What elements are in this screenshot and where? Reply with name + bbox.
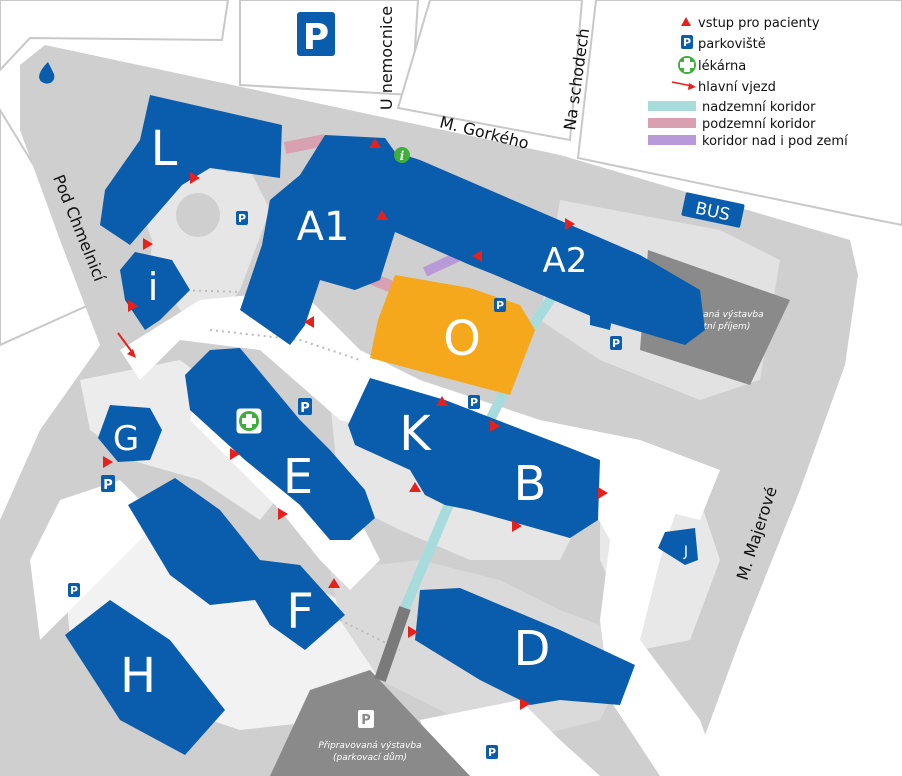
building-j-shape (658, 528, 698, 565)
parking-icon[interactable]: P (610, 336, 622, 350)
building-label-k[interactable]: K (399, 406, 432, 462)
building-label-i[interactable]: i (148, 265, 159, 309)
legend-pharmacy-label: lékárna (698, 59, 746, 74)
legend-entrance-icon (681, 17, 691, 26)
building-h-shape (65, 600, 225, 755)
svg-text:P: P (238, 212, 246, 225)
droplet-icon (39, 62, 55, 84)
street-blocks (0, 0, 902, 347)
building-labels: L A1 A2 i O K B G E F H D J (113, 121, 688, 704)
main-entry-arrow (117, 332, 136, 358)
building-e-shape (185, 348, 375, 540)
street-u-nemocnice: U nemocnice (377, 6, 396, 110)
entrance-icon (490, 420, 500, 432)
entrance-icon (328, 578, 340, 588)
building-l-shape (100, 95, 282, 245)
svg-text:P: P (683, 36, 691, 49)
legend-corridor-both-label: koridor nad i pod zemí (702, 134, 848, 149)
entrance-icon (472, 250, 482, 262)
entrance-icon (143, 238, 153, 250)
building-label-a1[interactable]: A1 (297, 204, 350, 250)
entrance-icon (190, 172, 200, 184)
legend-main-entry-icon (671, 81, 696, 90)
parking-signs: P P P P P P P P P (68, 12, 622, 759)
entrance-icon (304, 316, 314, 328)
svg-text:P: P (70, 584, 78, 597)
legend-pharmacy-icon (678, 56, 696, 74)
parking-icon[interactable]: P (236, 211, 248, 225)
svg-text:P: P (300, 401, 310, 416)
building-label-b[interactable]: B (514, 456, 547, 512)
building-label-l[interactable]: L (151, 121, 178, 177)
entrance-icon (369, 138, 381, 148)
entrance-icon (512, 520, 522, 532)
parking-icon[interactable]: P (486, 745, 498, 759)
corridor-above-b-d (400, 488, 460, 610)
building-a-shape (240, 135, 705, 345)
building-label-j[interactable]: J (683, 544, 688, 560)
buildings (65, 95, 705, 755)
legend-main-entry-label: hlavní vjezd (698, 80, 776, 95)
construction-note-2b: (parkovací dům) (333, 752, 407, 763)
building-label-e[interactable]: E (283, 449, 313, 505)
corridor-grey-d-parking (374, 606, 411, 682)
building-label-d[interactable]: D (514, 621, 551, 677)
parking-icon[interactable]: P (101, 475, 115, 493)
parking-icon[interactable]: P (494, 298, 506, 312)
entrance-icon (409, 482, 421, 492)
legend-entrance-label: vstup pro pacienty (698, 16, 820, 31)
building-k-b-shape (348, 378, 600, 538)
parking-icon-large[interactable]: P (297, 12, 335, 58)
construction-note-1a: Připravovaná výstavba (660, 310, 763, 320)
entrance-icon (103, 456, 113, 468)
legend-parking-label: parkoviště (698, 37, 766, 52)
legend-corridor-below-swatch (648, 118, 696, 128)
svg-text:P: P (496, 299, 504, 312)
entrance-icon (278, 508, 288, 520)
construction-note-2a: Připravovaná výstavba (318, 741, 421, 751)
entrance-icon (520, 698, 530, 710)
legend-corridor-both-swatch (648, 135, 696, 145)
legend-parking-icon (681, 35, 693, 49)
building-label-a2[interactable]: A2 (543, 241, 588, 281)
construction-parking-house: P Připravovaná výstavba (parkovací dům) (270, 670, 470, 776)
parking-icon[interactable]: P (298, 398, 312, 416)
entrance-icon (436, 396, 448, 406)
svg-text:P: P (612, 337, 620, 350)
parking-icon[interactable]: P (68, 583, 80, 597)
pharmacy-icon[interactable] (235, 407, 263, 435)
entrance-icon (128, 300, 138, 312)
parking-icon[interactable]: P (468, 395, 480, 409)
entrance-icon (408, 626, 418, 638)
building-label-g[interactable]: G (113, 419, 139, 459)
building-d-shape (415, 588, 635, 705)
building-f-shape (128, 478, 345, 650)
construction-parking-sign: P (361, 713, 371, 728)
building-i-shape (120, 252, 190, 330)
entrance-icon (598, 487, 608, 499)
legend-corridor-above-swatch (648, 101, 696, 111)
building-a2-wing (590, 300, 612, 330)
legend: vstup pro pacienty P parkoviště lékárna … (648, 16, 848, 149)
building-label-h[interactable]: H (120, 648, 156, 704)
construction-note-1b: (urgentní příjem) (674, 322, 751, 332)
entrance-icon (230, 448, 240, 460)
legend-corridor-below-label: podzemní koridor (702, 117, 816, 132)
legend-corridor-above-label: nadzemní koridor (702, 100, 816, 115)
building-label-o[interactable]: O (443, 311, 481, 367)
corridor-below-l-a1 (283, 134, 327, 154)
building-o-shape (370, 275, 535, 395)
building-label-f[interactable]: F (286, 584, 314, 640)
entrance-markers (103, 138, 608, 710)
info-icon[interactable]: i (394, 147, 410, 163)
building-g-shape (98, 405, 162, 462)
svg-text:P: P (103, 478, 113, 493)
entrance-icon (376, 210, 388, 220)
svg-text:P: P (470, 396, 478, 409)
svg-text:P: P (303, 17, 329, 58)
svg-text:i: i (400, 149, 405, 163)
svg-text:P: P (488, 746, 496, 759)
entrance-icon (565, 218, 575, 230)
